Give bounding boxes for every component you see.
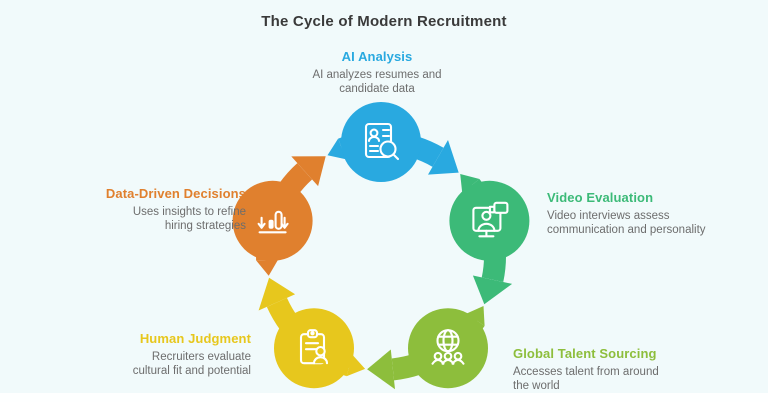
description-line: cultural fit and potential <box>132 365 251 377</box>
description-line: candidate data <box>339 83 415 95</box>
description-line: Accesses talent from around <box>513 366 659 378</box>
footer-strip <box>0 393 768 402</box>
stage-ai-analysis: AI Analysis AI analyzes resumes and cand… <box>277 49 477 96</box>
description-line: hiring strategies <box>164 220 246 232</box>
description-line: Recruiters evaluate <box>151 351 251 363</box>
stage-description: Uses insights to refine hiring strategie… <box>66 205 246 233</box>
stage-label: Video Evaluation <box>547 190 654 205</box>
page-title: The Cycle of Modern Recruitment <box>261 13 507 30</box>
description-line: communication and personality <box>547 224 706 236</box>
stage-label: Human Judgment <box>139 331 251 346</box>
cycle-node-human-judgment <box>274 308 354 389</box>
stage-label: Data-Driven Decisions <box>105 186 246 201</box>
description-line: Uses insights to refine <box>132 206 246 218</box>
description-line: AI analyzes resumes and <box>312 69 442 81</box>
cycle-node-ai-analysis <box>341 102 421 182</box>
cycle-node-data-driven-decisions <box>232 180 313 261</box>
bar-chart-arrows-icon <box>257 210 289 234</box>
stage-data-driven-decisions: Data-Driven Decisions Uses insights to r… <box>66 186 246 233</box>
resume-search-icon <box>364 122 400 161</box>
video-monitor-icon <box>472 201 509 238</box>
clipboard-person-icon <box>299 329 329 365</box>
stage-description: Recruiters evaluate cultural fit and pot… <box>71 350 251 378</box>
description-line: Video interviews assess <box>547 210 670 222</box>
cycle-node-global-talent-sourcing <box>408 308 488 389</box>
stage-global-talent-sourcing: Global Talent Sourcing Accesses talent f… <box>513 346 723 393</box>
stage-label: AI Analysis <box>341 49 413 64</box>
stage-description: AI analyzes resumes and candidate data <box>277 68 477 96</box>
stage-description: Accesses talent from around the world <box>513 365 723 393</box>
cycle-node-video-evaluation <box>449 180 530 261</box>
stage-video-evaluation: Video Evaluation Video interviews assess… <box>547 190 747 237</box>
stage-description: Video interviews assess communication an… <box>547 209 747 237</box>
description-line: the world <box>513 380 560 392</box>
globe-people-icon <box>431 329 465 365</box>
stage-label: Global Talent Sourcing <box>513 346 657 361</box>
stage-human-judgment: Human Judgment Recruiters evaluate cultu… <box>71 331 251 378</box>
